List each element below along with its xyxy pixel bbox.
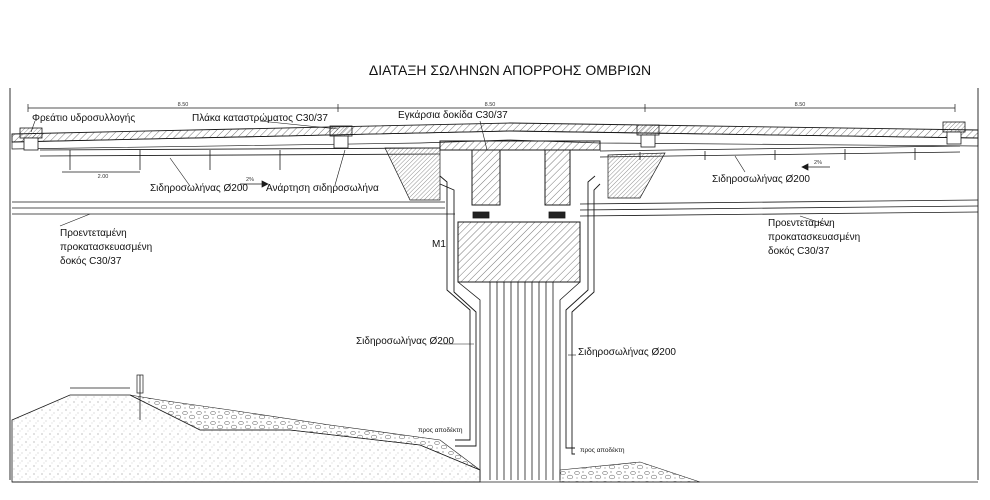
embankment <box>11 374 978 483</box>
label-pipe-hanging: Ανάρτηση σιδηροσωλήνα <box>266 182 379 194</box>
label-cross-beam: Εγκάρσια δοκίδα C30/37 <box>398 109 508 121</box>
beam-end-right <box>607 152 666 199</box>
slope-arrow-right <box>801 163 830 171</box>
precast-beam-right <box>579 199 979 217</box>
slope-right: 2% <box>814 160 822 166</box>
label-deck-slab: Πλάκα καταστρώματος C30/37 <box>192 112 328 124</box>
label-catch-basin: Φρεάτιο υδροσυλλογής <box>32 112 135 124</box>
pier-column <box>457 281 581 480</box>
slope-arrow-left <box>240 180 269 188</box>
dimension-spacing: 2.00 <box>98 174 109 180</box>
label-pipe-pier-left: Σιδηροσωλήνας Ø200 <box>356 335 454 347</box>
label-to-receiver-left: προς αποδέκτη <box>418 426 463 434</box>
catch-basin-1 <box>19 127 43 151</box>
pier-cap <box>457 221 581 283</box>
label-beam-left-2: προκατασκευασμένη <box>60 241 152 253</box>
cross-beam <box>439 140 601 206</box>
downpipe-left <box>439 175 477 447</box>
label-beam-right-1: Προεντεταμένη <box>768 217 835 229</box>
label-to-receiver-right: προς αποδέκτη <box>580 446 625 454</box>
frame <box>9 88 979 480</box>
pipe-longitudinal-left <box>39 147 441 173</box>
beam-end-left <box>384 147 441 201</box>
label-beam-left-1: Προεντεταμένη <box>60 227 127 239</box>
label-pipe-pier-right: Σιδηροσωλήνας Ø200 <box>578 346 676 358</box>
catch-basin-2 <box>329 125 353 149</box>
leader-lines <box>30 120 831 356</box>
label-pipe-right: Σιδηροσωλήνας Ø200 <box>712 173 810 185</box>
dimension-line <box>27 104 956 112</box>
pier-label: M1 <box>432 239 446 250</box>
label-beam-left-3: δοκός C30/37 <box>60 255 122 267</box>
label-pipe-left: Σιδηροσωλήνας Ø200 <box>150 182 248 194</box>
dimension-span-3: 8.50 <box>795 102 806 108</box>
slope-left: 2% <box>246 177 254 183</box>
label-beam-right-2: προκατασκευασμένη <box>768 231 860 243</box>
catch-basin-4 <box>942 121 966 145</box>
bearings <box>472 211 566 219</box>
drawing-title: ΔΙΑΤΑΞΗ ΣΩΛΗΝΩΝ ΑΠΟΡΡΟΗΣ ΟΜΒΡΙΩΝ <box>369 62 651 78</box>
dimension-span-2: 8.50 <box>485 102 496 108</box>
catch-basin-3 <box>636 124 660 148</box>
downpipe-right <box>565 175 601 455</box>
precast-beam-left <box>12 201 455 215</box>
label-beam-right-3: δοκός C30/37 <box>768 245 830 257</box>
dimension-span-1: 8.50 <box>178 102 189 108</box>
